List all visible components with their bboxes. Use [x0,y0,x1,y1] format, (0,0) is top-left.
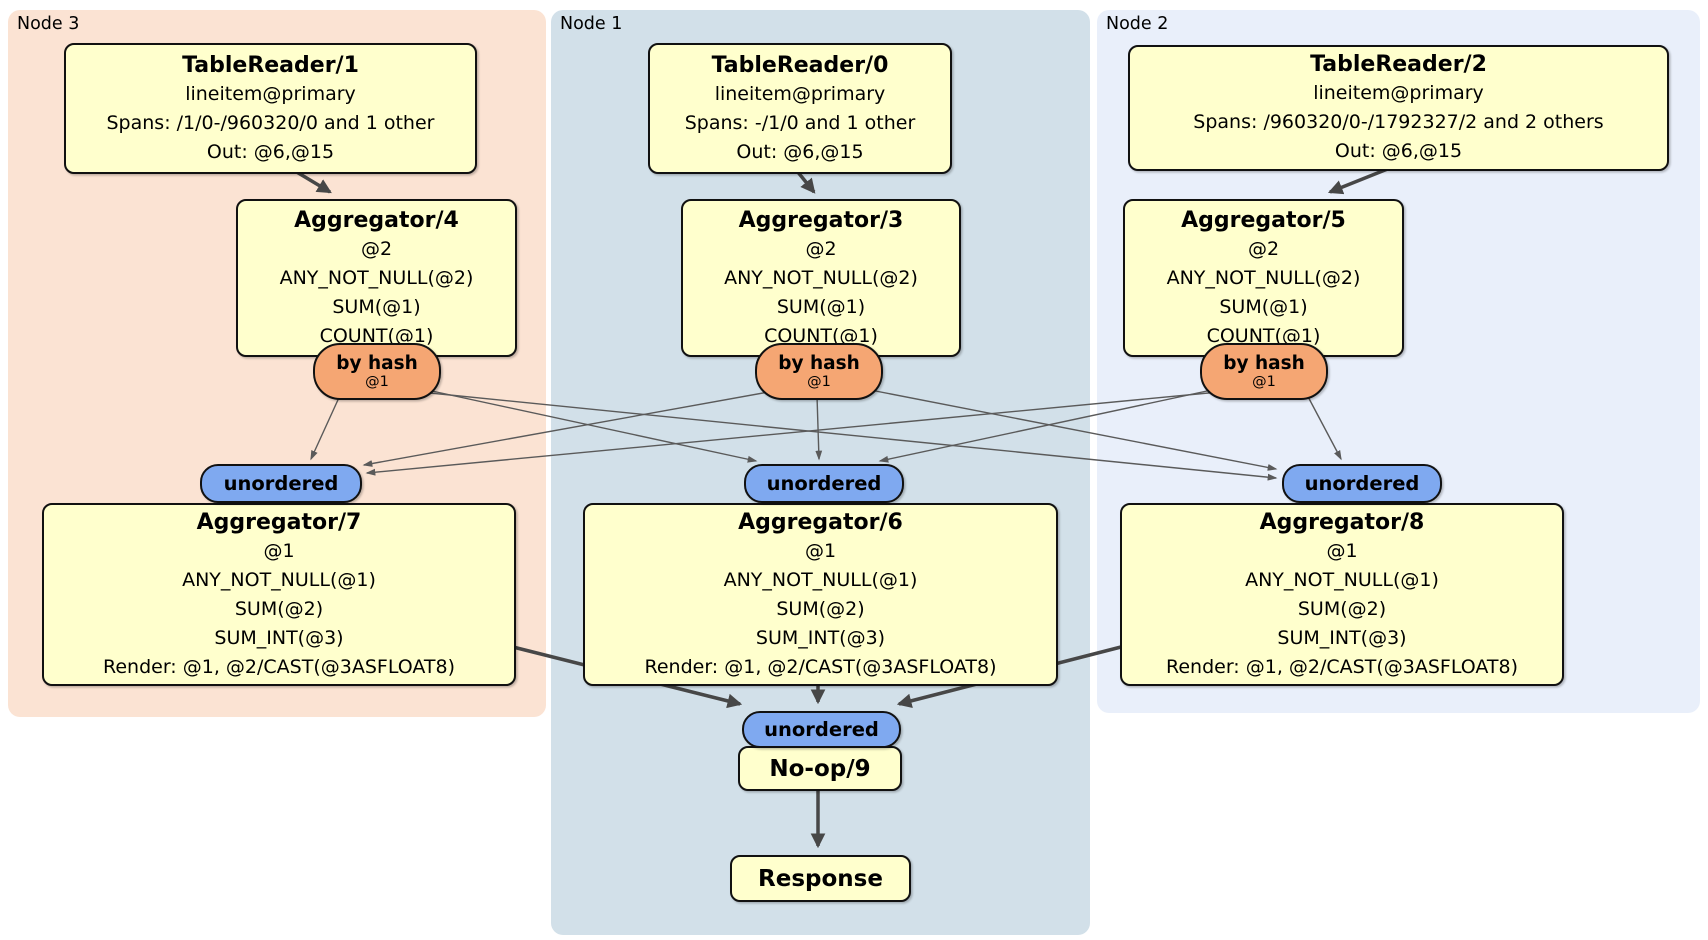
region-node1-label: Node 1 [560,14,623,34]
stream-label: unordered [766,472,882,495]
processor-line: ANY_NOT_NULL(@2) [724,266,918,289]
processor-title: Aggregator/3 [738,207,904,233]
processor-tablereader-0: TableReader/0 lineitem@primary Spans: -/… [648,43,952,174]
processor-line: @2 [1247,237,1280,260]
processor-tablereader-1: TableReader/1 lineitem@primary Spans: /1… [64,43,477,174]
processor-line: lineitem@primary [185,82,356,105]
processor-line: ANY_NOT_NULL(@1) [182,568,376,591]
router-by-hash-5: by hash @1 [1200,343,1328,400]
processor-title: No-op/9 [769,755,871,782]
processor-line: ANY_NOT_NULL(@2) [279,266,474,289]
processor-aggregator-5: Aggregator/5 @2 ANY_NOT_NULL(@2) SUM(@1)… [1123,199,1404,357]
router-by-hash-4: by hash @1 [313,343,441,400]
processor-aggregator-4: Aggregator/4 @2 ANY_NOT_NULL(@2) SUM(@1)… [236,199,517,357]
processor-line: @2 [805,237,837,260]
processor-title: Aggregator/5 [1181,207,1346,233]
router-label: by hash [336,352,418,374]
processor-line: SUM_INT(@3) [214,626,344,649]
processor-line: SUM(@2) [1297,597,1387,620]
processor-title: Aggregator/6 [738,509,903,535]
processor-title: Aggregator/7 [196,509,362,535]
router-label: by hash [1223,352,1305,374]
processor-line: @2 [360,237,393,260]
region-node2-label: Node 2 [1106,14,1169,34]
processor-aggregator-8: Aggregator/8 @1 ANY_NOT_NULL(@1) SUM(@2)… [1120,503,1564,686]
processor-line: COUNT(@1) [319,324,434,347]
processor-line: Spans: /960320/0-/1792327/2 and 2 others [1193,111,1604,133]
processor-aggregator-3: Aggregator/3 @2 ANY_NOT_NULL(@2) SUM(@1)… [681,199,961,357]
router-detail: @1 [807,373,831,390]
processor-tablereader-2: TableReader/2 lineitem@primary Spans: /9… [1128,45,1669,171]
processor-line: Spans: /1/0-/960320/0 and 1 other [106,111,435,134]
stream-unordered-final: unordered [742,711,901,748]
processor-line: @1 [263,539,295,562]
processor-response: Response [730,855,911,902]
processor-title: TableReader/0 [711,52,889,78]
processor-title: TableReader/1 [182,52,359,78]
processor-title: Aggregator/4 [294,207,459,233]
processor-line: SUM(@1) [332,295,421,318]
processor-line: Render: @1, @2/CAST(@3ASFLOAT8) [644,655,997,678]
processor-line: SUM(@1) [776,295,866,318]
region-node3-label: Node 3 [17,14,80,34]
processor-line: @1 [804,539,837,562]
processor-line: lineitem@primary [1313,82,1484,104]
processor-line: Spans: -/1/0 and 1 other [684,111,916,134]
router-label: by hash [778,352,860,374]
processor-line: ANY_NOT_NULL(@1) [1245,568,1439,591]
processor-line: SUM_INT(@3) [1277,626,1407,649]
processor-line: ANY_NOT_NULL(@2) [1166,266,1361,289]
processor-line: COUNT(@1) [764,324,878,347]
processor-line: SUM(@2) [776,597,865,620]
stream-label: unordered [1304,472,1420,495]
processor-aggregator-6: Aggregator/6 @1 ANY_NOT_NULL(@1) SUM(@2)… [583,503,1058,686]
router-detail: @1 [1252,373,1276,390]
processor-line: Out: @6,@15 [736,140,864,163]
router-by-hash-3: by hash @1 [755,343,883,400]
processor-title: Aggregator/8 [1259,509,1425,535]
processor-line: lineitem@primary [714,82,886,105]
stream-label: unordered [223,472,339,495]
processor-title: TableReader/2 [1310,52,1487,77]
processor-line: SUM(@2) [234,597,324,620]
processor-line: Out: @6,@15 [1334,140,1463,162]
router-detail: @1 [365,373,389,390]
processor-line: ANY_NOT_NULL(@1) [723,568,918,591]
processor-line: Render: @1, @2/CAST(@3ASFLOAT8) [103,655,455,678]
processor-line: Out: @6,@15 [206,140,335,163]
processor-aggregator-7: Aggregator/7 @1 ANY_NOT_NULL(@1) SUM(@2)… [42,503,516,686]
processor-line: SUM(@1) [1219,295,1308,318]
stream-label: unordered [764,718,879,741]
processor-noop-9: No-op/9 [738,746,902,791]
stream-unordered-6: unordered [744,464,904,503]
stream-unordered-8: unordered [1282,464,1442,503]
processor-line: SUM_INT(@3) [755,626,886,649]
processor-title: Response [758,865,883,892]
processor-line: @1 [1326,539,1358,562]
stream-unordered-7: unordered [200,464,362,503]
processor-line: Render: @1, @2/CAST(@3ASFLOAT8) [1166,655,1518,678]
processor-line: COUNT(@1) [1206,324,1321,347]
